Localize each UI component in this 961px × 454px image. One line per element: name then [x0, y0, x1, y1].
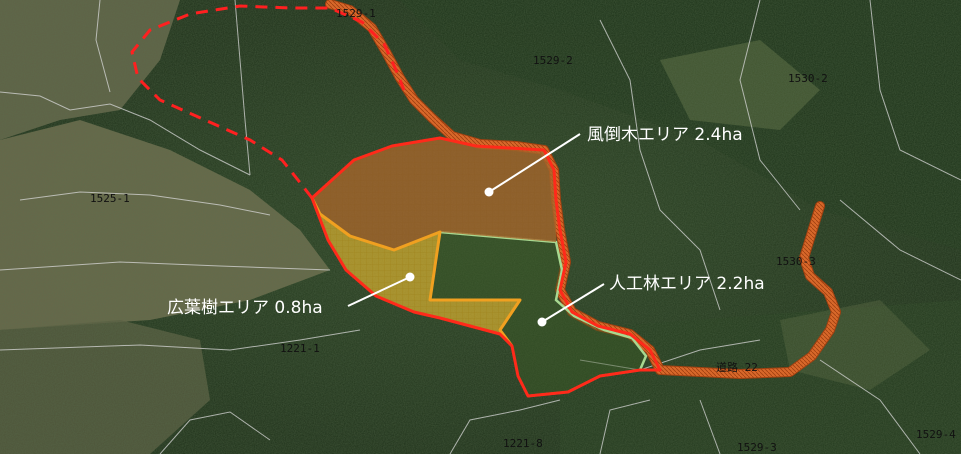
survey-boundary-dashed	[130, 4, 406, 199]
lot-number: 1525-1	[90, 192, 130, 205]
lot-number: 1530-3	[776, 255, 816, 268]
broadleaf-area-label: 広葉樹エリア 0.8ha	[167, 298, 323, 318]
plantation-area-label: 人工林エリア 2.2ha	[609, 274, 765, 294]
lot-number: 1529-4	[916, 428, 956, 441]
lot-number: 1529-2	[533, 54, 573, 67]
lot-number: 道路 22	[716, 360, 758, 374]
lot-number: 1529-3	[737, 441, 777, 454]
survey-boundary-solid	[310, 136, 662, 398]
leader-broadleaf	[347, 272, 415, 307]
leader-plantation	[537, 283, 605, 327]
broadleaf-area[interactable]	[310, 197, 522, 347]
leader-windfall	[484, 133, 581, 197]
lot-number: 1221-8	[503, 437, 543, 450]
windfall-area-label: 風倒木エリア 2.4ha	[587, 125, 743, 145]
lot-number: 1221-1	[280, 342, 320, 355]
lot-number: 1529-1	[336, 7, 376, 20]
windfall-area[interactable]	[312, 138, 556, 250]
lot-number: 1530-2	[788, 72, 828, 85]
